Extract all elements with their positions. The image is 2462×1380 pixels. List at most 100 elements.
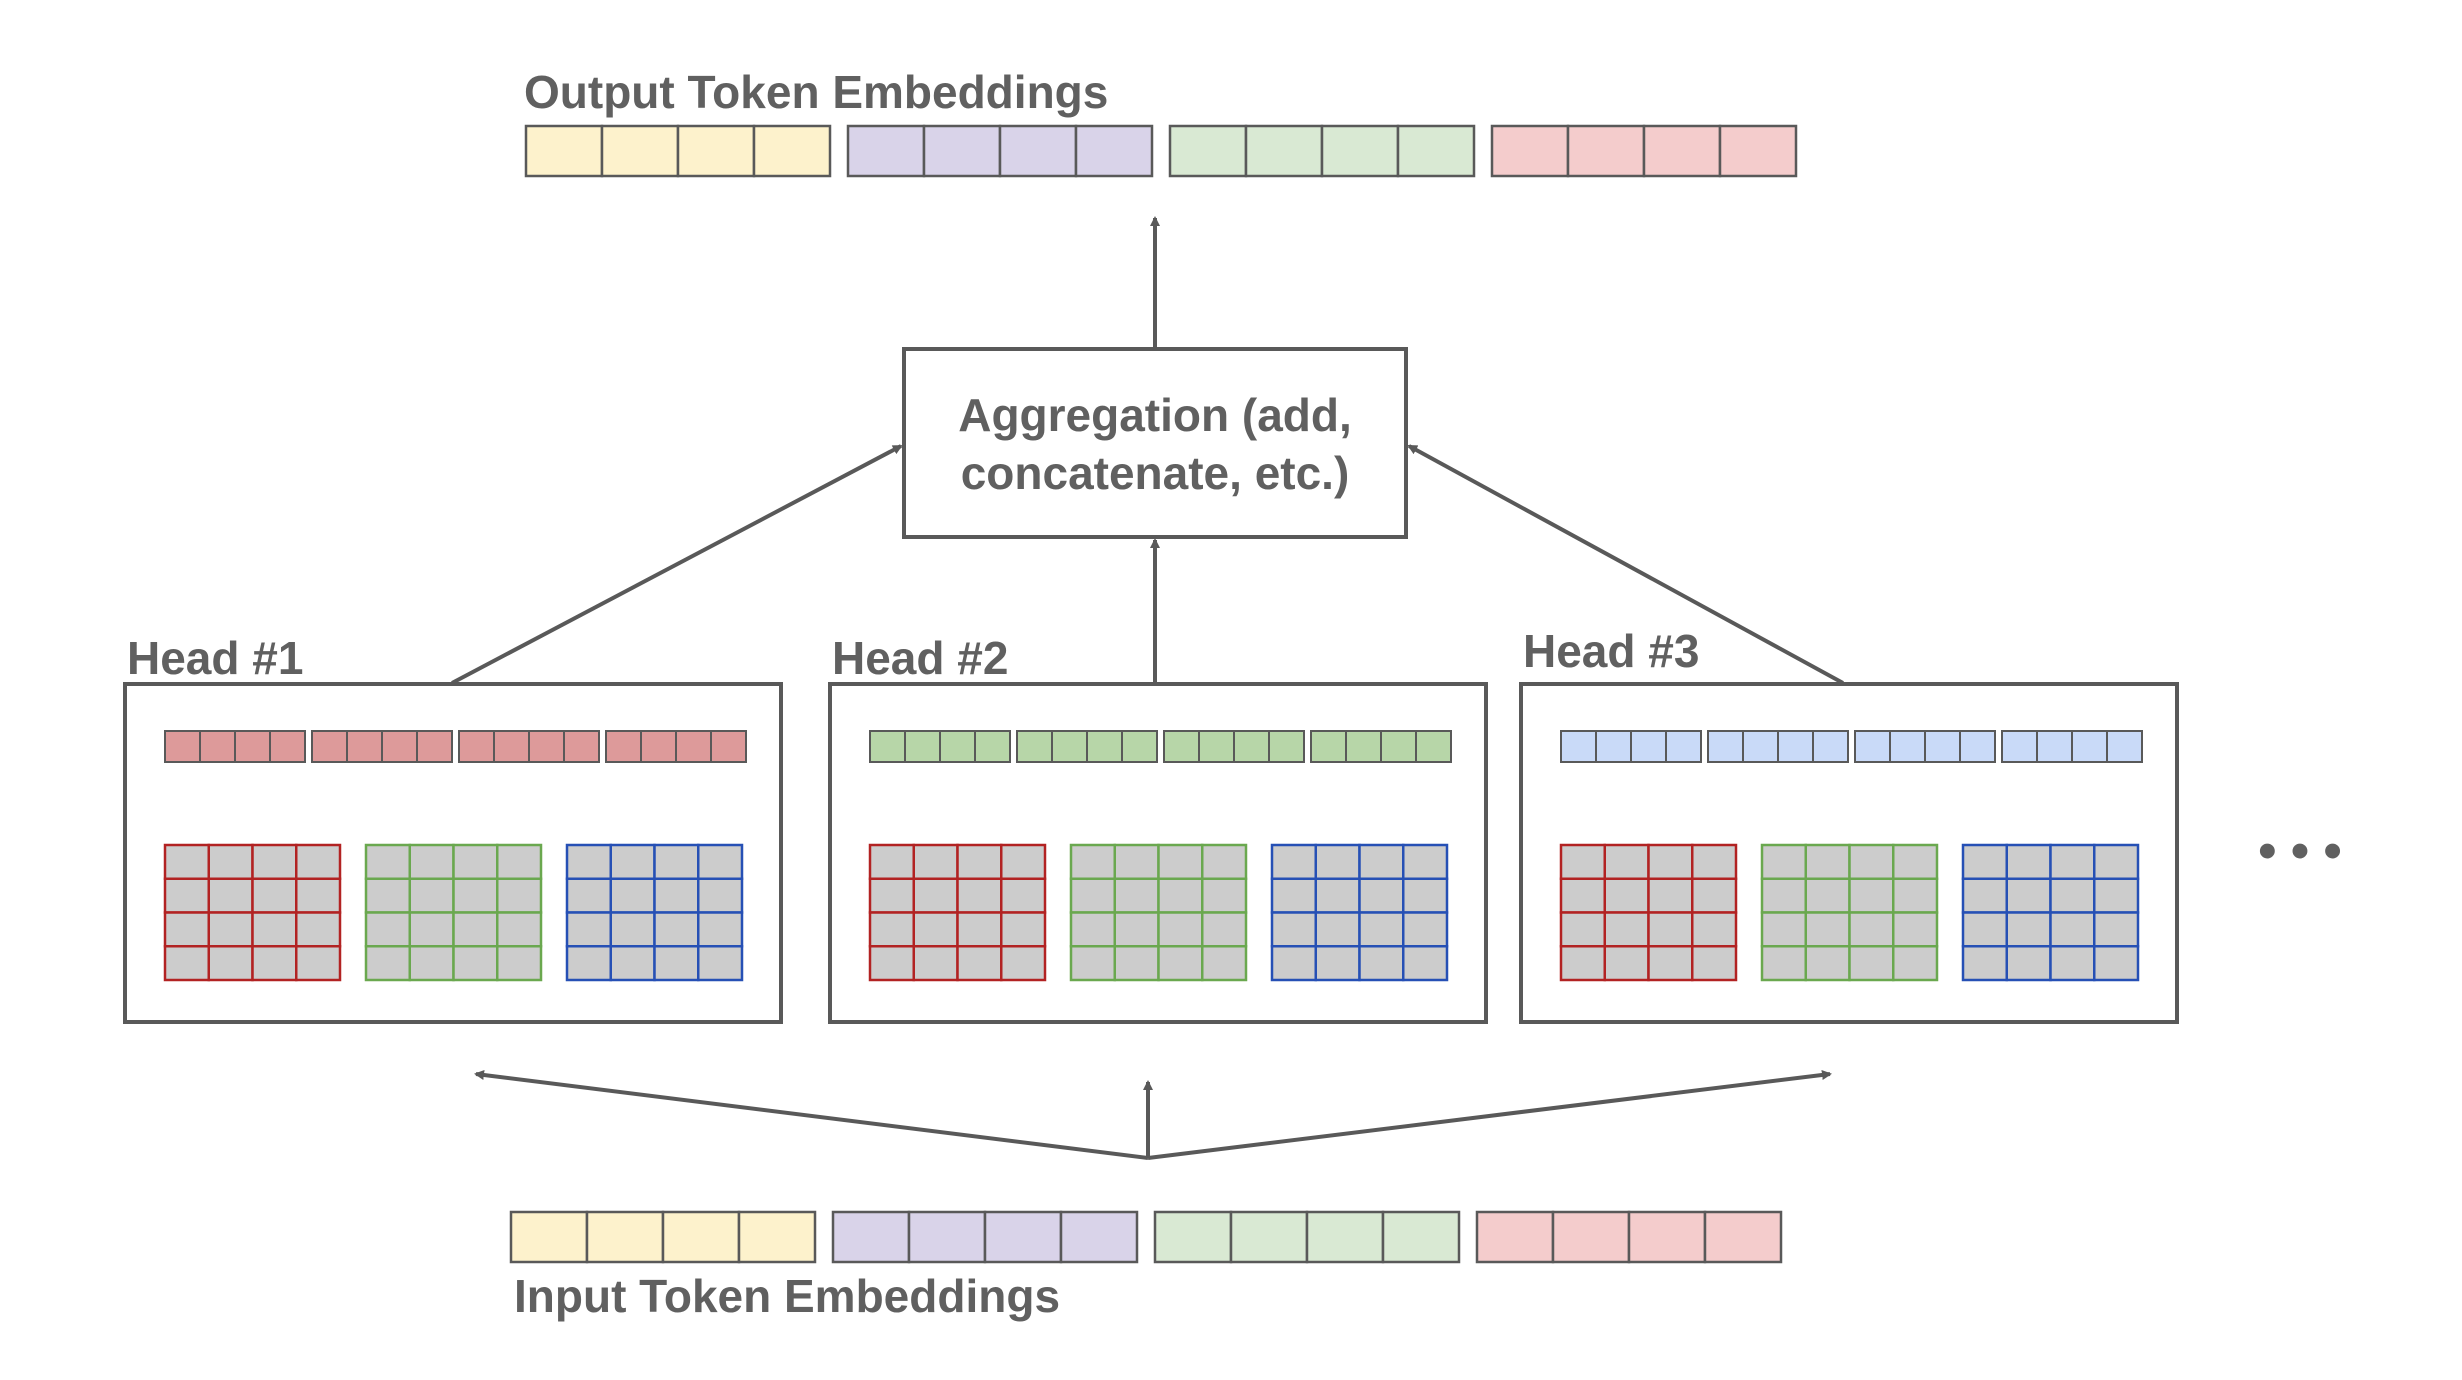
matrix-cell: [912, 945, 959, 982]
input-token-cell: [1551, 1210, 1631, 1264]
output-token-cell: [1718, 124, 1798, 178]
input-token-1: [509, 1210, 817, 1264]
head-3: Head #3: [1519, 625, 2179, 1024]
matrix-cell: [251, 945, 298, 982]
matrix-cell: [1647, 843, 1694, 880]
matrix-cell: [697, 843, 744, 880]
matrix-cell: [452, 877, 499, 914]
head-1-label: Head #1: [127, 632, 303, 684]
matrix-cell: [565, 843, 612, 880]
head-vector-cell: [2036, 730, 2073, 763]
matrix-cell: [565, 911, 612, 948]
head-vector-cell: [1086, 730, 1123, 763]
matrix-cell: [1402, 911, 1449, 948]
head-vector-cell: [234, 730, 271, 763]
output-token-cell: [676, 124, 756, 178]
head-1-matrix-green: [364, 843, 543, 982]
matrix-cell: [565, 945, 612, 982]
head-vector-cell: [1665, 730, 1702, 763]
head-vector-cell: [1959, 730, 1996, 763]
matrix-cell: [1069, 877, 1116, 914]
head-vector-cell: [1630, 730, 1667, 763]
head-vector-cell: [974, 730, 1011, 763]
matrix-cell: [2093, 911, 2140, 948]
matrix-cell: [364, 877, 411, 914]
output-token-3: [1168, 124, 1476, 178]
head-3-matrix-red: [1559, 843, 1738, 982]
head-vector-cell: [2071, 730, 2108, 763]
input-token-cell: [831, 1210, 911, 1264]
matrix-cell: [1069, 945, 1116, 982]
matrix-cell: [2093, 843, 2140, 880]
head-1: Head #1: [123, 632, 783, 1024]
matrix-cell: [1892, 945, 1939, 982]
matrix-cell: [1270, 945, 1317, 982]
matrix-cell: [452, 945, 499, 982]
output-token-cell: [1320, 124, 1400, 178]
matrix-cell: [697, 945, 744, 982]
input-token-cell: [1305, 1210, 1385, 1264]
head-2: Head #2: [828, 632, 1488, 1024]
head-vector-cell: [528, 730, 565, 763]
matrix-cell: [163, 911, 210, 948]
matrix-cell: [1000, 877, 1047, 914]
input-token-cell: [983, 1210, 1063, 1264]
input-token-cell: [1475, 1210, 1555, 1264]
arrow-input-to-head1: [474, 1070, 1149, 1160]
matrix-cell: [1603, 843, 1650, 880]
output-token-cell: [1074, 124, 1154, 178]
input-token-cell: [661, 1210, 741, 1264]
input-token-cell: [1703, 1210, 1783, 1264]
head-vector-cell: [2001, 730, 2038, 763]
matrix-cell: [912, 911, 959, 948]
input-token-cell: [509, 1210, 589, 1264]
matrix-cell: [1113, 945, 1160, 982]
matrix-cell: [1848, 843, 1895, 880]
head-vector-cell: [199, 730, 236, 763]
head-vector-cell: [1707, 730, 1744, 763]
matrix-cell: [697, 877, 744, 914]
matrix-cell: [1270, 843, 1317, 880]
head-vector-cell: [1595, 730, 1632, 763]
matrix-cell: [868, 945, 915, 982]
matrix-cell: [2049, 945, 2096, 982]
matrix-cell: [1559, 911, 1606, 948]
matrix-cell: [496, 877, 543, 914]
head-3-label: Head #3: [1523, 625, 1699, 677]
head-vector-cell: [1233, 730, 1270, 763]
output-token-cell: [600, 124, 680, 178]
input-token-2: [831, 1210, 1139, 1264]
matrix-cell: [452, 911, 499, 948]
output-token-cell: [1566, 124, 1646, 178]
matrix-cell: [1892, 843, 1939, 880]
head-vector-cell: [1854, 730, 1891, 763]
head-1-vector: [164, 730, 747, 763]
matrix-cell: [364, 911, 411, 948]
matrix-cell: [1961, 843, 2008, 880]
matrix-cell: [295, 945, 342, 982]
head-vector-cell: [1121, 730, 1158, 763]
head-vector-cell: [1812, 730, 1849, 763]
head-vector-cell: [1415, 730, 1452, 763]
matrix-cell: [1314, 843, 1361, 880]
head-vector-cell: [939, 730, 976, 763]
matrix-cell: [653, 911, 700, 948]
head-vector-cell: [640, 730, 677, 763]
head-1-matrix-blue: [565, 843, 744, 982]
head-2-label: Head #2: [832, 632, 1008, 684]
matrix-cell: [1603, 911, 1650, 948]
matrix-cell: [1961, 877, 2008, 914]
matrix-cell: [496, 911, 543, 948]
matrix-cell: [408, 945, 455, 982]
head-vector-cell: [1742, 730, 1779, 763]
matrix-cell: [956, 911, 1003, 948]
output-token-cell: [1168, 124, 1248, 178]
matrix-cell: [2049, 911, 2096, 948]
matrix-cell: [1848, 877, 1895, 914]
matrix-cell: [1559, 877, 1606, 914]
head-vector-cell: [2106, 730, 2143, 763]
matrix-cell: [2049, 877, 2096, 914]
head-vector-cell: [1310, 730, 1347, 763]
input-token-cell: [907, 1210, 987, 1264]
